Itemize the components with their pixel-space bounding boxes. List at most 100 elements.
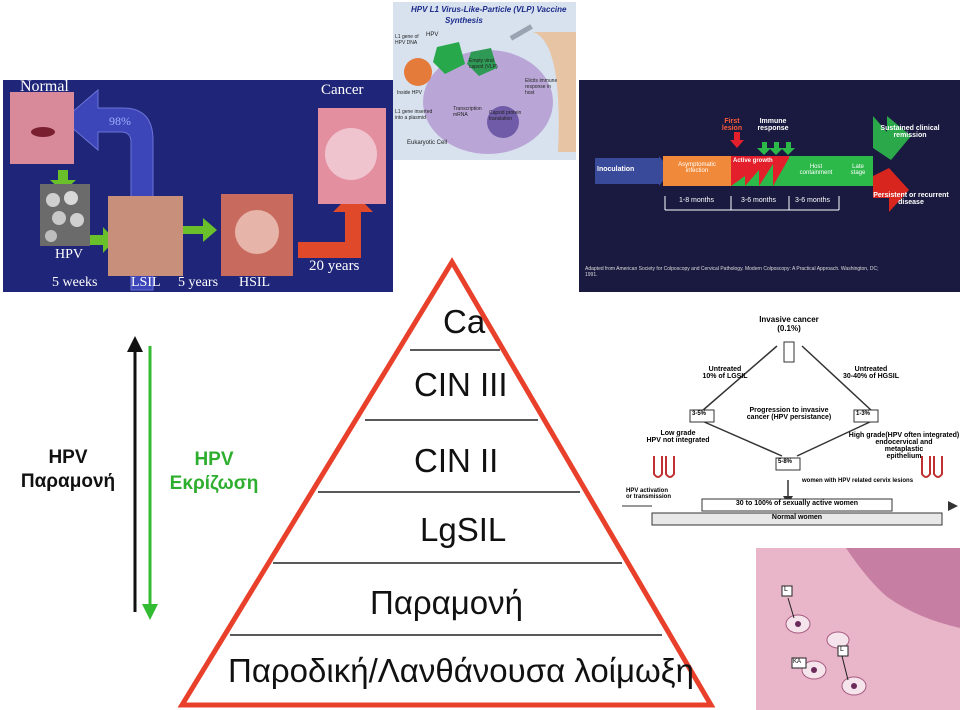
vaccine-label-l1gene: L1 gene of HPV DNA [395, 34, 419, 46]
vaccine-title: HPV L1 Virus-Like-Particle (VLP) Vaccine [411, 5, 567, 14]
vlp-particle-icon [433, 42, 465, 74]
pct-box-right [853, 409, 879, 423]
flow-line-left-up [701, 345, 778, 412]
persistence-label-line2: Παραμονή [20, 471, 116, 492]
progression-label: Progression to invasive cancer (HPV pers… [734, 407, 844, 421]
flow-line-left-down [701, 420, 783, 457]
tube-icon-left-1 [653, 456, 663, 478]
vaccine-label-hpv: HPV [426, 32, 439, 38]
vaccine-label-empty-capsid: Empty viral capsid (VLP) [469, 58, 498, 70]
normal-women-box [651, 512, 943, 526]
pyramid-level-cin2: CIN II [414, 442, 499, 479]
pyramid-level-persistence: Παραμονή [370, 584, 523, 621]
untreated-left-line2: 10% of LGSIL [702, 373, 748, 380]
pct-mid-label: 5-8% [778, 459, 793, 465]
vaccine-label-inside-hpv: Inside HPV [397, 90, 423, 96]
lsil-label: LSIL [131, 275, 161, 290]
progression-arrows [10, 88, 386, 291]
cin-pyramid [177, 257, 716, 708]
remission-arrow [873, 116, 911, 160]
active-women-box [701, 498, 893, 512]
tissue-upper-layer [756, 548, 960, 628]
histology-label-l2: L [840, 646, 844, 653]
normal-label: Normal [20, 80, 69, 95]
untreated-right-line1: Untreated [854, 366, 888, 373]
timeline-graphic [595, 116, 911, 212]
host-containment-box [789, 156, 843, 186]
tube-icon-right-1 [921, 456, 931, 478]
pyramid-level-transient: Παροδική/Λανθάνουσα λοίμωξη [228, 652, 694, 689]
low-grade-label: Low grade HPV not integrated [642, 430, 714, 444]
lsil-tissue-image [108, 196, 183, 276]
sustained-remission-label: Sustained clinical remission [880, 125, 940, 139]
percent-label: 98% [109, 114, 131, 128]
red-arrow [298, 192, 373, 258]
activation-label: HPV activation or transmission [626, 488, 696, 500]
clearance-label-line2: Εκρίζωση [169, 473, 259, 494]
pct-box-left [689, 409, 715, 423]
late-stage-label: Late stage [850, 164, 866, 176]
invasive-cancer-line2: (0.1%) [777, 324, 801, 333]
side-arrows [127, 336, 158, 620]
pct-left-label: 3-5% [692, 411, 707, 417]
green-arrow-down-stem [58, 170, 68, 182]
persistent-disease-label: Persistent or recurrent disease [873, 192, 949, 206]
vlp-vaccine-panel: HPV L1 Virus-Like-Particle (VLP) Vaccine… [393, 2, 576, 160]
progression-line1: Progression to invasive [749, 407, 829, 414]
histology-image: L KA L [756, 548, 960, 710]
active-women-label: 30 to 100% of sexually active women [735, 500, 859, 507]
high-grade-line4: epithelium [886, 453, 922, 460]
immune-arrow-2 [769, 142, 783, 155]
years20-label: 20 years [309, 258, 360, 274]
invasive-cancer-label: Invasive cancer (0.1%) [752, 315, 826, 333]
vaccine-illustration [404, 24, 576, 154]
first-lesion-arrow [730, 132, 744, 148]
cancer-label: Cancer [321, 82, 364, 98]
pyramid-outline [177, 257, 716, 708]
tube-icon-right-2 [933, 456, 943, 478]
women-cervix-label: women with HPV related cervix lesions [802, 478, 914, 484]
host-arm-shape [533, 32, 576, 152]
clearance-label-line1: HPV [194, 449, 234, 470]
hpv-label: HPV [55, 247, 84, 262]
pyramid-level-ca: Ca [443, 303, 486, 340]
high-grade-line2: endocervical and [875, 439, 933, 446]
host-containment-label: Host containment [799, 164, 833, 176]
clearance-arrowhead [142, 604, 158, 620]
late-stage-box [843, 156, 873, 186]
label-box-2 [791, 657, 807, 669]
histology-label-ka: KA [793, 659, 802, 665]
hsil-label: HSIL [239, 275, 271, 290]
months-label-2: 3-6 months [741, 197, 777, 204]
vaccine-label-immune: Elicits immune response in host [525, 78, 558, 96]
vaccine-label-translation: Capsid protein translation [489, 110, 522, 122]
timeline-source: Adapted from American Society for Colpos… [585, 266, 879, 278]
high-grade-line1: High grade(HPV often integrated) [848, 432, 960, 439]
histology-label-l1: L [784, 586, 788, 593]
untreated-right-label: Untreated 30-40% of HGSIL [826, 366, 916, 380]
pct-right-label: 1-3% [856, 411, 871, 417]
pyramid-level-cin3: CIN III [414, 366, 508, 403]
normal-women-label: Normal women [771, 514, 823, 521]
syringe-icon [509, 24, 533, 41]
immune-response-label: Immune response [757, 118, 789, 132]
hpv-progression-panel: Normal Cancer 98% HPV 5 weeks LSIL 5 yea… [3, 80, 393, 292]
progression-line2: cancer (HPV persistance) [746, 414, 832, 421]
cancer-flow-panel: Invasive cancer (0.1%) Untreated 10% of … [622, 306, 960, 538]
flow-line-right-up [801, 345, 873, 412]
activation-line2: or transmission [626, 494, 672, 500]
active-growth-label: Active growth [733, 158, 773, 164]
label-box-3 [837, 645, 849, 657]
activation-line1: HPV activation [626, 488, 669, 494]
vaccine-label-transcription: Transcription mRNA [453, 106, 482, 118]
high-grade-label: High grade(HPV often integrated) endocer… [848, 432, 960, 460]
low-grade-line1: Low grade [660, 430, 696, 437]
histology-graphic [756, 548, 960, 696]
pct-box-mid [775, 457, 801, 471]
years5-label: 5 years [178, 275, 219, 290]
hpv-persistence-label: HPV Παραμονή [4, 446, 132, 494]
persistence-label-line1: HPV [48, 447, 88, 468]
high-grade-line3: metaplastic [884, 446, 924, 453]
pointer-line-1 [787, 597, 795, 619]
untreated-left-label: Untreated 10% of LGSIL [690, 366, 760, 380]
